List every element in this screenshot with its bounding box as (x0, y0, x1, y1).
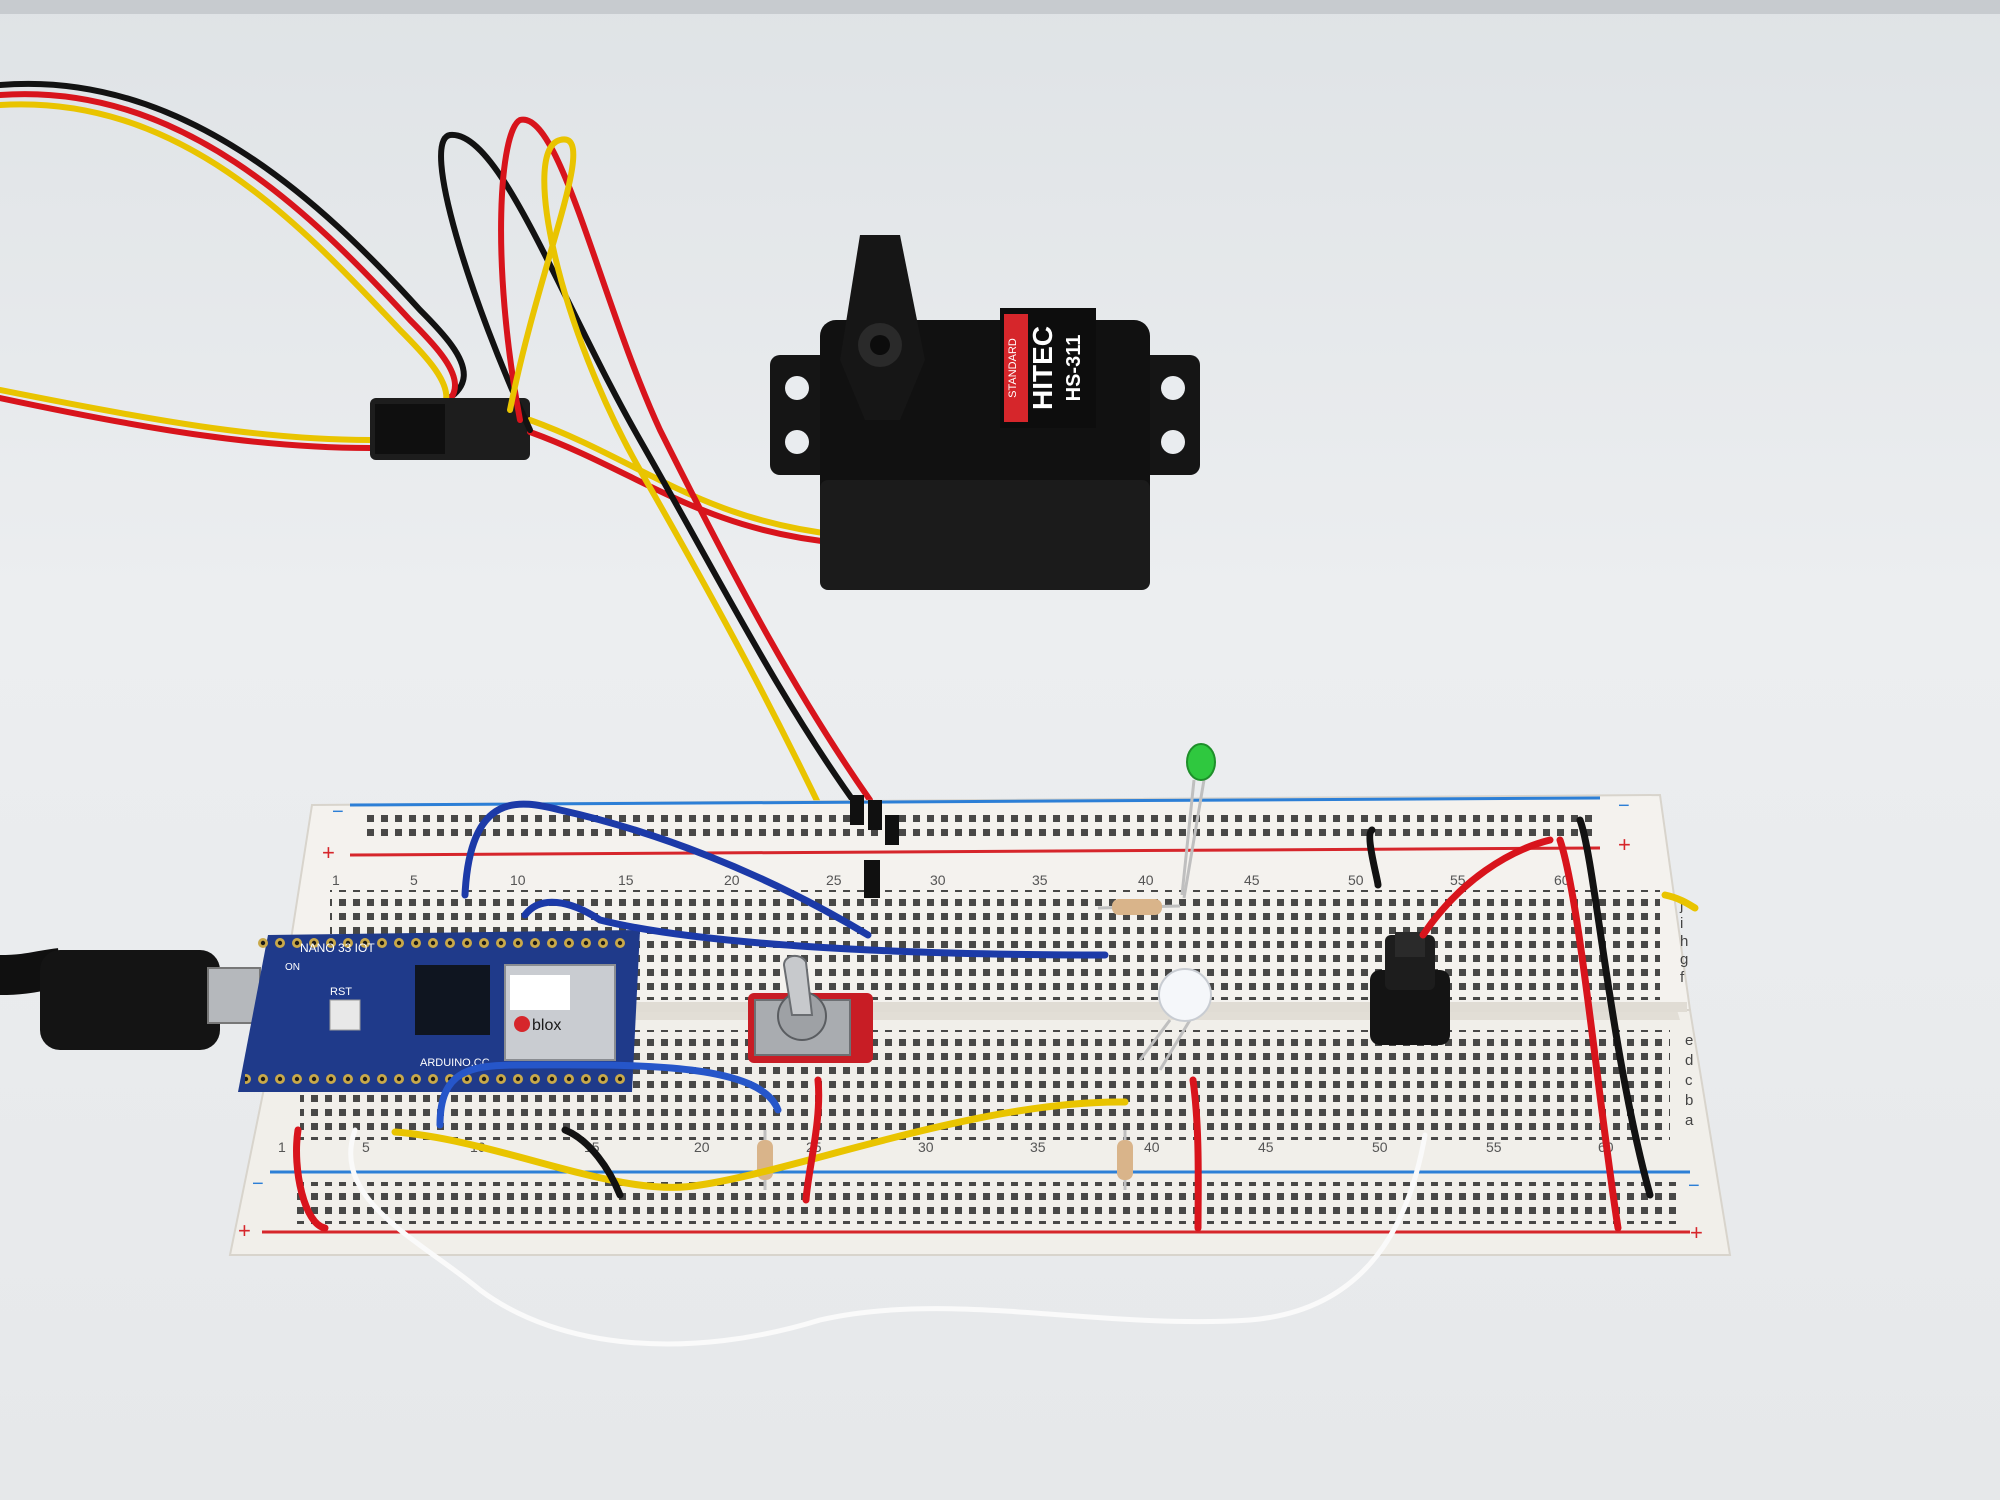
bottom-rail-minus-right: − (1688, 1175, 1700, 1197)
svg-text:d: d (1685, 1052, 1693, 1069)
bottom-rail-minus: − (252, 1173, 264, 1195)
svg-text:50: 50 (1348, 872, 1364, 888)
jumper-wires (293, 800, 1699, 1347)
ublox-label: blox (532, 1017, 561, 1034)
potentiometer (1370, 932, 1450, 1045)
svg-text:j: j (1679, 897, 1683, 914)
breadboard: − + − + 1 5 10 15 20 25 30 35 40 45 50 5… (228, 793, 1732, 1256)
svg-text:20: 20 (694, 1139, 710, 1155)
servo-grade: STANDARD (1007, 338, 1019, 398)
resistor-bottom-mid (1117, 1130, 1133, 1190)
svg-text:35: 35 (1032, 872, 1048, 888)
servo-model: HS-311 (1063, 335, 1085, 402)
top-rail-plus: + (322, 840, 335, 865)
servo-motor: STANDARD HITEC HS-311 (770, 235, 1200, 590)
svg-text:1: 1 (332, 872, 340, 888)
svg-text:30: 30 (930, 872, 946, 888)
bottom-rail-plus: + (238, 1218, 251, 1243)
servo-wire-pins (850, 795, 899, 898)
bottom-power-rail: − + − + (238, 1170, 1703, 1245)
svg-text:5: 5 (410, 872, 418, 888)
top-rail-minus-right: − (1618, 795, 1630, 817)
servo-label: STANDARD HITEC HS-311 (1000, 308, 1096, 428)
servo-brand: HITEC (1027, 326, 1058, 410)
svg-text:f: f (1680, 969, 1685, 986)
top-rail-plus-right: + (1618, 832, 1631, 857)
svg-text:35: 35 (1030, 1139, 1046, 1155)
servo-jumper-wires (438, 116, 883, 873)
arduino-on-label: ON (285, 962, 300, 973)
svg-text:i: i (1680, 915, 1683, 932)
svg-text:40: 40 (1144, 1139, 1160, 1155)
svg-text:45: 45 (1258, 1139, 1274, 1155)
toggle-switch (748, 954, 873, 1063)
arduino-nano-33-iot: blox NANO 33 IOT ON RST ARDUINO.CC (238, 930, 640, 1092)
arduino-rst-label: RST (330, 986, 352, 998)
top-power-rail: − + − + (322, 795, 1631, 865)
monitor-edge (0, 0, 2000, 14)
svg-text:30: 30 (918, 1139, 934, 1155)
green-led (1180, 743, 1216, 899)
svg-text:50: 50 (1372, 1139, 1388, 1155)
svg-text:10: 10 (510, 872, 526, 888)
svg-text:55: 55 (1450, 872, 1466, 888)
svg-text:55: 55 (1486, 1139, 1502, 1155)
usb-cable (0, 948, 261, 1050)
resistor-top (1097, 899, 1181, 915)
arduino-model: NANO 33 IOT (300, 941, 375, 955)
svg-text:h: h (1680, 933, 1688, 950)
top-rail-minus: − (332, 801, 344, 823)
svg-text:20: 20 (724, 872, 740, 888)
svg-text:e: e (1685, 1032, 1693, 1049)
servo-extension-cable (0, 80, 467, 451)
svg-text:b: b (1685, 1092, 1693, 1109)
top-row-letters: j i h g f (1679, 897, 1688, 986)
bottom-row-letters: e d c b a (1685, 1032, 1694, 1129)
svg-text:25: 25 (826, 872, 842, 888)
clear-led (1138, 968, 1212, 1071)
svg-text:15: 15 (618, 872, 634, 888)
svg-text:1: 1 (278, 1139, 286, 1155)
svg-text:40: 40 (1138, 872, 1154, 888)
bottom-rail-plus-right: + (1690, 1220, 1703, 1245)
svg-text:g: g (1680, 951, 1688, 968)
svg-text:5: 5 (362, 1139, 370, 1155)
svg-text:a: a (1685, 1112, 1694, 1129)
svg-text:45: 45 (1244, 872, 1260, 888)
svg-text:c: c (1685, 1072, 1693, 1089)
